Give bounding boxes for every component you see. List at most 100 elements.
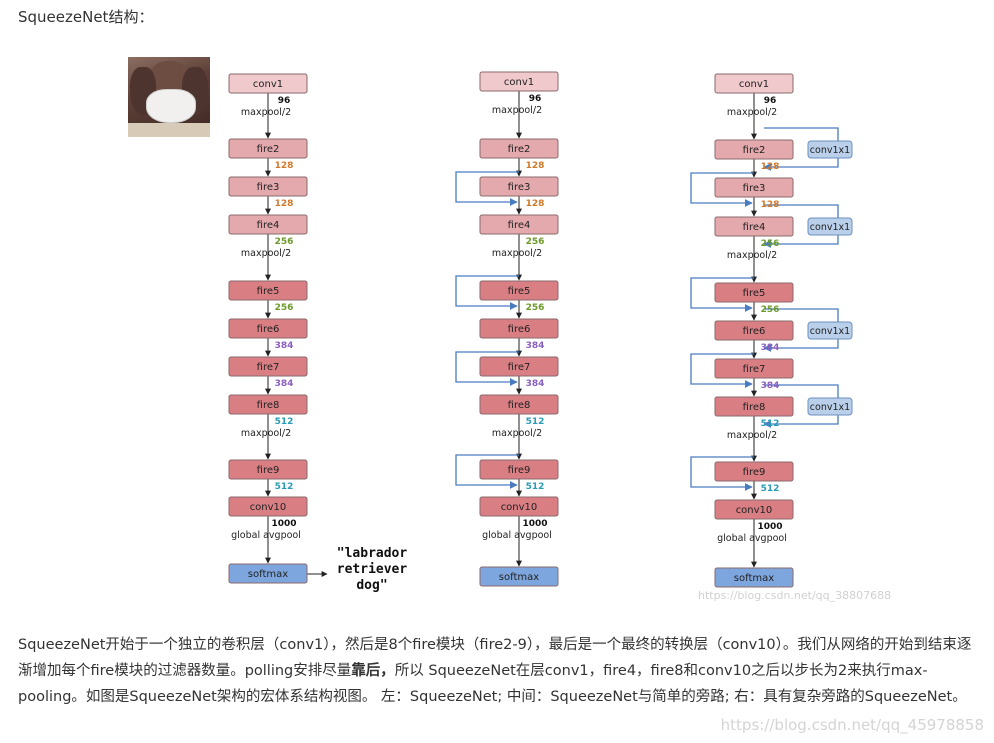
layer-box-fire8 — [228, 394, 308, 415]
layer-box-fire5 — [714, 282, 794, 303]
layer-label-fire5: fire5 — [508, 286, 531, 297]
layer-label-fire3: fire3 — [508, 182, 531, 193]
layer-box-fire5 — [479, 280, 559, 301]
photo-floor — [128, 123, 210, 137]
channel-label: 256 — [275, 303, 294, 313]
layer-box-fire7 — [714, 358, 794, 379]
paragraph-bold: 靠后， — [351, 663, 395, 679]
conv1x1-bypass-arrow — [764, 127, 839, 167]
channel-label: 128 — [761, 200, 780, 210]
layer-box-conv1 — [714, 73, 794, 94]
paragraph-text-2: 所以 SqueezeNet在层conv1，fire4，fire8和conv10之… — [18, 663, 967, 705]
layer-label-softmax: softmax — [248, 569, 288, 580]
layer-box-fire4 — [228, 214, 308, 235]
layer-label-fire6: fire6 — [508, 324, 531, 335]
channel-label: 128 — [275, 199, 294, 209]
op-label: global avgpool — [482, 530, 552, 541]
layer-box-fire7 — [479, 356, 559, 377]
layer-box-softmax — [714, 567, 794, 588]
channel-label: 256 — [275, 237, 294, 247]
layer-label-fire8: fire8 — [743, 402, 766, 413]
bypass-arrow — [455, 454, 519, 489]
channel-label: 96 — [529, 94, 542, 104]
channel-label: 128 — [526, 161, 545, 171]
channel-label: 128 — [275, 161, 294, 171]
conv1x1-box — [807, 397, 853, 416]
conv1x1-bypass-arrow — [764, 384, 839, 424]
layer-box-fire8 — [479, 394, 559, 415]
layer-label-conv10: conv10 — [501, 502, 538, 513]
channel-label: 384 — [526, 379, 545, 389]
layer-box-softmax — [479, 566, 559, 587]
channel-label: 512 — [761, 419, 780, 429]
layer-label-conv1: conv1 — [504, 77, 534, 88]
channel-label: 512 — [761, 484, 780, 494]
layer-box-conv10 — [714, 499, 794, 520]
layer-box-fire6 — [714, 320, 794, 341]
layer-label-fire5: fire5 — [257, 286, 280, 297]
layer-label-fire5: fire5 — [743, 288, 766, 299]
conv1x1-label: conv1x1 — [810, 326, 850, 337]
conv1x1-box — [807, 321, 853, 340]
op-label: maxpool/2 — [241, 428, 291, 439]
channel-label: 256 — [526, 303, 545, 313]
layer-label-fire6: fire6 — [257, 324, 280, 335]
layer-label-fire4: fire4 — [508, 220, 531, 231]
layer-box-fire2 — [228, 138, 308, 159]
channel-label: 96 — [278, 96, 291, 106]
layer-box-fire7 — [228, 356, 308, 377]
op-label: maxpool/2 — [492, 428, 542, 439]
squeezenet-diagram: conv1 fire2 fire3 fire4 fire5 fire6 fire7 fire8… — [228, 71, 891, 602]
layer-label-fire2: fire2 — [508, 144, 531, 155]
prediction-line: dog" — [356, 578, 387, 593]
bypass-arrow — [455, 171, 519, 206]
channel-label: 128 — [761, 162, 780, 172]
footer-watermark: https://blog.csdn.net/qq_45978858 — [720, 716, 984, 734]
layer-box-fire5 — [228, 280, 308, 301]
op-label: global avgpool — [231, 530, 301, 541]
layer-label-fire9: fire9 — [743, 467, 766, 478]
layer-box-fire3 — [228, 176, 308, 197]
layer-label-conv10: conv10 — [250, 502, 287, 513]
channel-label: 512 — [526, 417, 545, 427]
bypass-arrow — [690, 456, 754, 491]
layer-box-fire4 — [479, 214, 559, 235]
layer-label-fire6: fire6 — [743, 326, 766, 337]
channel-label: 96 — [764, 96, 777, 106]
layer-label-fire3: fire3 — [257, 182, 280, 193]
channel-label: 384 — [275, 341, 294, 351]
channel-label: 256 — [761, 305, 780, 315]
prediction-line: "labrador — [337, 546, 408, 561]
channel-label: 512 — [526, 482, 545, 492]
conv1x1-box — [807, 217, 853, 236]
layer-box-fire6 — [228, 318, 308, 339]
layer-label-fire4: fire4 — [743, 222, 766, 233]
conv1x1-label: conv1x1 — [810, 222, 850, 233]
channel-label: 256 — [526, 237, 545, 247]
channel-label: 384 — [761, 381, 780, 391]
layer-label-fire4: fire4 — [257, 220, 280, 231]
layer-label-softmax: softmax — [499, 572, 539, 583]
layer-box-fire4 — [714, 216, 794, 237]
conv1x1-label: conv1x1 — [810, 145, 850, 156]
op-label: maxpool/2 — [727, 430, 777, 441]
layer-label-conv1: conv1 — [739, 79, 769, 90]
conv1x1-bypass-arrow — [764, 308, 839, 348]
layer-box-fire3 — [714, 177, 794, 198]
layer-box-fire2 — [479, 138, 559, 159]
layer-box-fire9 — [228, 459, 308, 480]
channel-label: 512 — [275, 417, 294, 427]
op-label: maxpool/2 — [727, 107, 777, 118]
bypass-arrow — [690, 353, 754, 388]
layer-label-fire7: fire7 — [508, 362, 531, 373]
face-mask — [146, 89, 196, 123]
paragraph-text-1: SqueezeNet开始于一个独立的卷积层（conv1），然后是8个fire模块… — [18, 637, 972, 679]
layer-box-conv10 — [228, 496, 308, 517]
layer-box-fire2 — [714, 139, 794, 160]
prediction-line: retriever — [337, 562, 408, 577]
channel-label: 384 — [275, 379, 294, 389]
layer-box-conv1 — [479, 71, 559, 92]
layer-label-fire9: fire9 — [508, 465, 531, 476]
bypass-arrow — [455, 275, 519, 310]
